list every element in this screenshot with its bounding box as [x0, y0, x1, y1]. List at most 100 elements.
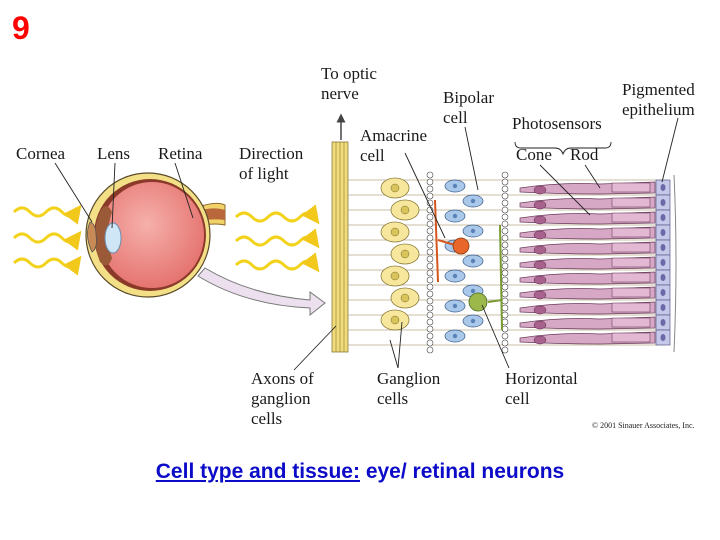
label-retina: Retina	[158, 144, 203, 163]
synapse-inner	[501, 346, 509, 354]
photoreceptor-outer-segment	[611, 317, 651, 328]
bipolar-nucleus	[470, 228, 476, 234]
epithelium-nucleus	[660, 199, 666, 206]
photoreceptor-nucleus	[533, 185, 547, 195]
synapse-outer	[426, 262, 434, 270]
horizontal-process	[487, 224, 503, 331]
synapse-inner	[501, 206, 509, 214]
light-wave	[234, 228, 320, 249]
photoreceptor-outer-segment	[611, 227, 651, 238]
photoreceptor-nucleus	[533, 260, 547, 270]
caption-link[interactable]: Cell type and tissue:	[155, 460, 360, 483]
epithelium-nucleus	[660, 274, 666, 281]
horizontal-cell	[468, 292, 488, 312]
epithelium-nucleus	[660, 259, 666, 266]
epithelium-nucleus	[660, 244, 666, 251]
photoreceptor-outer-segment	[611, 242, 651, 253]
synapse-inner	[501, 318, 509, 326]
label-cone: Cone	[516, 145, 552, 164]
ganglion-nucleus	[390, 315, 400, 325]
photoreceptor-outer-segment	[611, 212, 651, 223]
synapse-outer	[426, 318, 434, 326]
light-waves-left	[12, 204, 82, 276]
photoreceptor-nucleus	[533, 305, 547, 315]
magnify-arrow	[197, 267, 326, 317]
light-wave	[12, 255, 82, 276]
synapse-inner	[501, 241, 509, 249]
photoreceptor-nucleus	[533, 230, 547, 240]
axon-bundle	[331, 141, 349, 353]
caption: Cell type and tissue: eye/ retinal neuro…	[0, 460, 720, 484]
synapse-outer	[426, 283, 434, 291]
retina-diagram	[12, 113, 679, 371]
photoreceptor-outer-segment	[611, 287, 651, 298]
epithelium-nucleus	[660, 319, 666, 326]
synapse-outer	[426, 304, 434, 312]
photoreceptor-outer-segment	[611, 302, 651, 313]
synapse-inner	[501, 339, 509, 347]
epithelium-nucleus	[660, 304, 666, 311]
synapse-outer	[426, 339, 434, 347]
epithelium-nucleus	[660, 184, 666, 191]
bipolar-nucleus	[470, 288, 476, 294]
photoreceptor-nucleus	[533, 200, 547, 210]
synapse-inner	[501, 192, 509, 200]
synapse-outer	[426, 269, 434, 277]
label-lens: Lens	[97, 144, 131, 163]
label-axons-of-ganglion-cells: Axons of ganglion cells	[251, 369, 314, 428]
amacrine-cell	[452, 237, 470, 255]
photoreceptor-nucleus	[533, 215, 547, 225]
bipolar-nucleus	[452, 333, 458, 339]
synapse-inner	[501, 304, 509, 312]
bipolar-nucleus	[470, 258, 476, 264]
light-wave	[234, 252, 320, 273]
synapse-inner	[501, 220, 509, 228]
synapse-inner	[501, 283, 509, 291]
synapse-outer	[426, 213, 434, 221]
photoreceptor-outer-segment	[611, 332, 651, 343]
label-photosensors: Photosensors	[512, 114, 602, 133]
photoreceptor-nucleus	[533, 245, 547, 255]
synapse-outer	[426, 255, 434, 263]
synapse-outer	[426, 290, 434, 298]
choroid-membrane	[673, 174, 677, 353]
synapse-outer	[426, 276, 434, 284]
synapse-outer	[426, 248, 434, 256]
photoreceptor-nucleus	[533, 320, 547, 330]
leader-lines	[54, 117, 679, 371]
synapse-inner	[501, 171, 509, 179]
ganglion-nucleus	[400, 293, 410, 303]
synapse-outer	[426, 346, 434, 354]
synapse-inner	[501, 199, 509, 207]
synapse-outer	[426, 325, 434, 333]
ganglion-nucleus	[390, 183, 400, 193]
synapse-outer	[426, 185, 434, 193]
caption-text: eye/ retinal neurons	[359, 460, 565, 483]
synapse-inner	[501, 276, 509, 284]
synapse-outer	[426, 297, 434, 305]
label-ganglion-cells: Ganglion cells	[377, 369, 441, 408]
photoreceptor-outer-segment	[611, 272, 651, 283]
synapse-inner	[501, 269, 509, 277]
photoreceptor-outer-segment	[611, 182, 651, 193]
ganglion-nucleus	[390, 271, 400, 281]
bipolar-nucleus	[452, 213, 458, 219]
synapse-inner	[501, 255, 509, 263]
label-rod: Rod	[570, 145, 599, 164]
bipolar-nucleus	[452, 183, 458, 189]
amacrine-process	[434, 199, 456, 283]
light-wave	[12, 204, 82, 225]
copyright: © 2001 Sinauer Associates, Inc.	[592, 421, 695, 430]
light-wave	[234, 204, 320, 225]
synapse-outer	[426, 220, 434, 228]
synapse-inner	[501, 185, 509, 193]
synapse-inner	[501, 311, 509, 319]
bipolar-nucleus	[470, 198, 476, 204]
synapse-outer	[426, 241, 434, 249]
synapse-inner	[501, 332, 509, 340]
ganglion-nucleus	[390, 227, 400, 237]
synapse-outer	[426, 227, 434, 235]
synapse-inner	[501, 234, 509, 242]
synapse-outer	[426, 332, 434, 340]
synapse-outer	[426, 234, 434, 242]
